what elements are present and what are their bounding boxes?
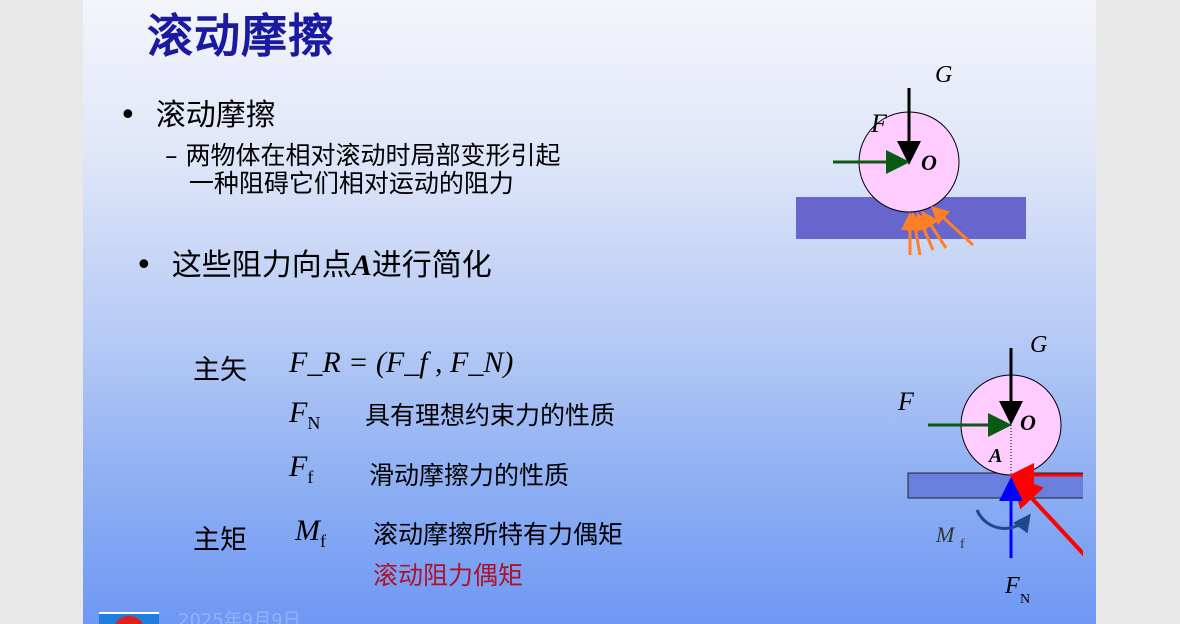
fn-description: 具有理想约束力的性质 — [365, 401, 616, 430]
slide-title: 滚动摩擦 — [147, 9, 335, 63]
moment-description: 滚动摩擦所特有力偶矩 — [373, 520, 624, 549]
mf-symbol: Mf — [295, 514, 326, 551]
label-f: F — [870, 109, 888, 138]
formula-text: F_R = (F_f , F_N) — [289, 346, 514, 379]
label-o: O — [921, 150, 937, 175]
label-fn-sub: N — [1020, 592, 1030, 607]
deformation-diagram: O G F — [796, 62, 1026, 256]
resultant-arrow — [1010, 475, 1083, 557]
bullet-2-var: A — [351, 249, 372, 282]
main-moment-label: 主矩 — [193, 525, 247, 556]
moment-arrow — [975, 509, 1031, 534]
bullet-1: • 滚动摩擦 — [119, 98, 276, 133]
label-mf-sub: f — [960, 537, 965, 552]
sub-bullet: – 两物体在相对滚动时局部变形引起 一种阻碍它们相对运动的阻力 — [165, 141, 561, 198]
sub-line-2: 一种阻碍它们相对运动的阻力 — [188, 169, 514, 198]
logo — [99, 612, 159, 624]
force-diagram: O A G F F f F R F N M f — [897, 332, 1083, 607]
label-fn: F — [1004, 573, 1020, 599]
main-vector-formula: F_R = (F_f , F_N) — [289, 346, 513, 380]
bullet-2-post: 进行简化 — [371, 248, 492, 283]
ff-description: 滑动摩擦力的性质 — [369, 461, 570, 490]
bullet-1-text: 滚动摩擦 — [155, 98, 276, 133]
sub-line-1: 两物体在相对滚动时局部变形引起 — [185, 141, 561, 170]
bullet-2: • 这些阻力向点A进行简化 — [135, 248, 492, 283]
slide: 滚动摩擦 • 滚动摩擦 – 两物体在相对滚动时局部变形引起 一种阻碍它们相对运动… — [83, 0, 1096, 624]
footer-date: 2025年9月9日 — [178, 610, 301, 624]
label-mf: M — [935, 522, 956, 547]
bullet-2-pre: 这些阻力向点 — [171, 248, 352, 283]
main-vector-label: 主矢 — [193, 355, 247, 386]
fn-symbol: FN — [289, 396, 321, 433]
moment-description-2: 滚动阻力偶矩 — [373, 561, 524, 590]
pressure-arrows — [901, 205, 975, 256]
ff-symbol: Ff — [289, 450, 314, 487]
label-a: A — [987, 445, 1002, 467]
label-g: G — [1030, 332, 1047, 358]
label-g: G — [935, 62, 952, 88]
label-f: F — [897, 387, 915, 416]
label-o: O — [1020, 410, 1036, 435]
ground-block — [907, 472, 1083, 499]
